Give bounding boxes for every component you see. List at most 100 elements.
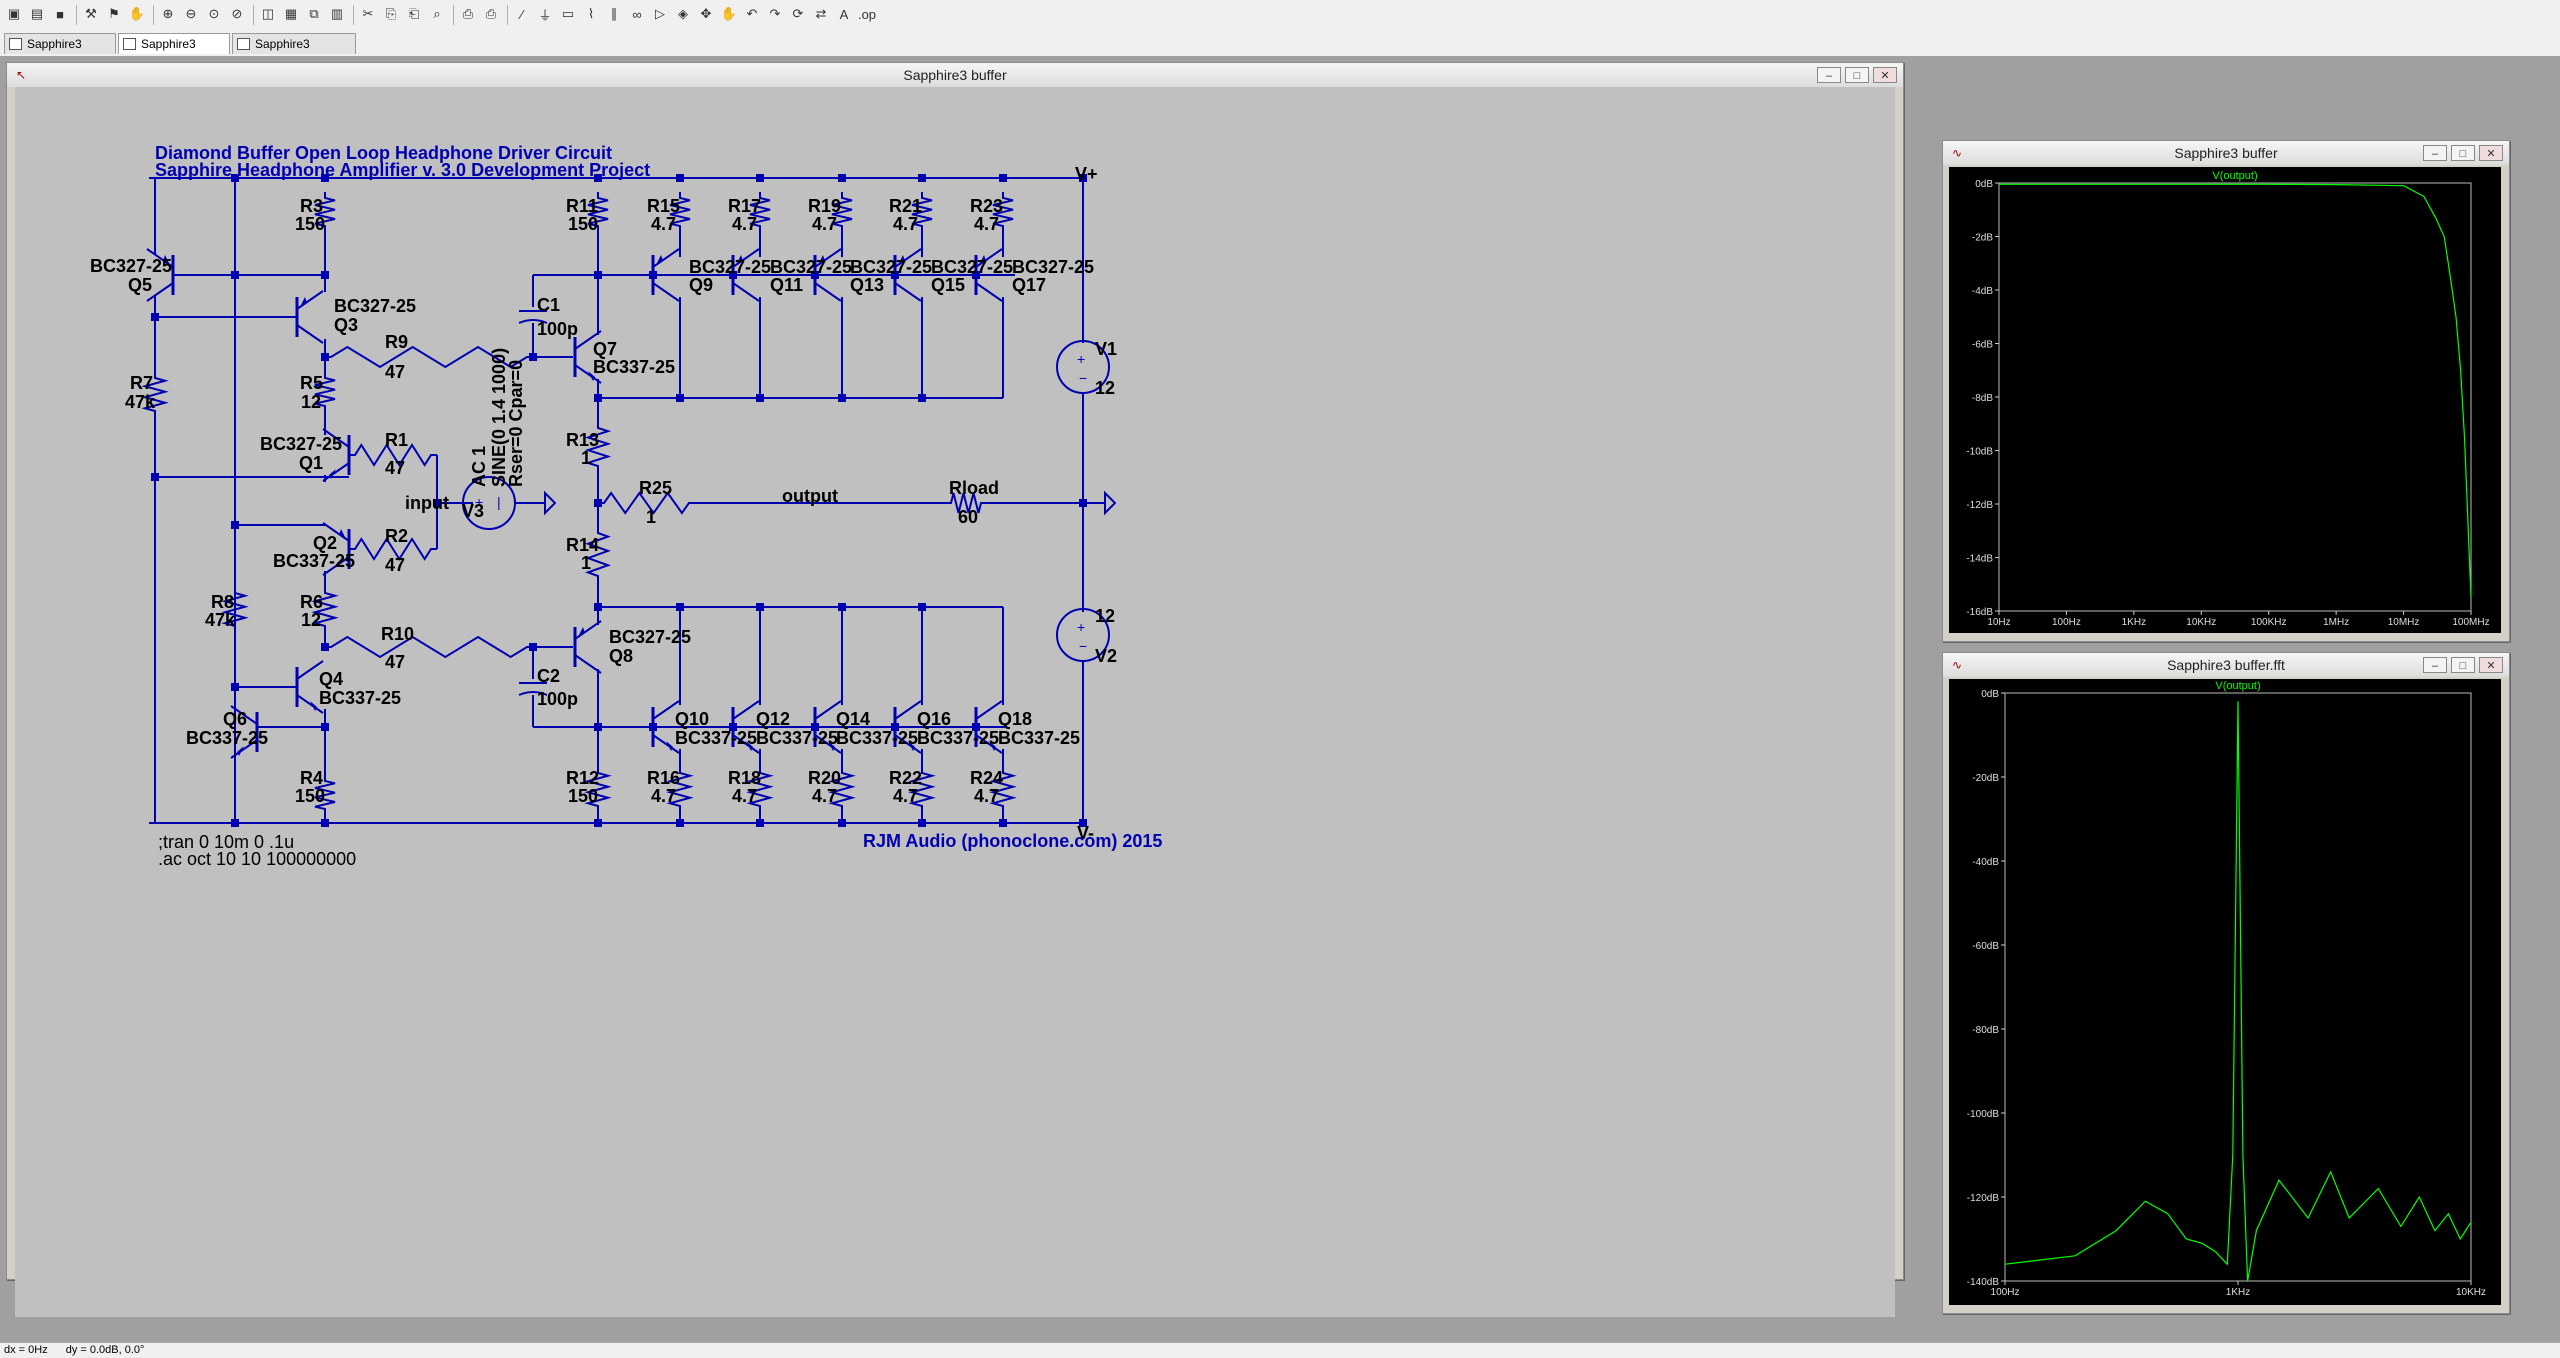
capacitor-icon[interactable]: ∥ — [610, 6, 618, 21]
junction-dot — [918, 603, 926, 611]
run-icon[interactable]: ⚑ — [108, 6, 120, 21]
x-tick-label: 10KHz — [2186, 617, 2216, 628]
junction-dot — [756, 819, 764, 827]
q10-lead — [652, 734, 680, 754]
drag-icon[interactable]: ✋ — [720, 6, 738, 21]
find-icon[interactable]: ⌕ — [433, 6, 441, 21]
redo-icon[interactable]: ↷ — [769, 6, 781, 21]
resistor-label: R24 — [970, 768, 1003, 788]
text-icon[interactable]: A — [839, 6, 849, 22]
mirror-icon[interactable]: ⇄ — [815, 6, 827, 21]
resistor-icon[interactable]: ⌇ — [587, 6, 595, 21]
ac-plot-pane[interactable]: V(output)0dB-2dB-4dB-6dB-8dB-10dB-12dB-1… — [1949, 167, 2501, 633]
print-preview-icon[interactable]: ⎙ — [462, 6, 474, 21]
junction-dot — [756, 174, 764, 182]
maximize-button[interactable]: □ — [1845, 67, 1869, 83]
ac-plot-titlebar[interactable]: ∿ Sapphire3 buffer –□✕ — [1943, 141, 2509, 165]
minimize-button[interactable]: – — [1817, 67, 1841, 83]
ground-icon[interactable]: ⏚ — [538, 7, 552, 23]
trace-label: V(output) — [2215, 680, 2260, 692]
label: BC337-25 — [593, 357, 675, 377]
label-icon[interactable]: ▭ — [561, 6, 575, 21]
close-button[interactable]: ✕ — [1873, 67, 1897, 83]
tab-schematic-2[interactable]: Sapphire3 buffer — [118, 33, 230, 72]
fft-plot-titlebar[interactable]: ∿ Sapphire3 buffer.fft –□✕ — [1943, 653, 2509, 677]
move-icon[interactable]: ✥ — [700, 6, 712, 21]
fft-plot-window[interactable]: ∿ Sapphire3 buffer.fft –□✕ V(output)0dB-… — [1942, 652, 2510, 1314]
junction-dot — [433, 499, 441, 507]
y-tick-label: -6dB — [1972, 340, 1993, 351]
label: 150 — [568, 786, 598, 806]
resistor-symbol — [666, 767, 694, 812]
resistor-value: 4.7 — [651, 214, 676, 234]
diode-icon[interactable]: ▷ — [655, 6, 665, 21]
toolbar-separator — [153, 5, 154, 25]
wire-icon[interactable]: ∕ — [520, 6, 524, 22]
label: 150 — [295, 786, 325, 806]
component-icon[interactable]: ◈ — [678, 6, 688, 21]
close-button[interactable]: ✕ — [2479, 145, 2503, 161]
zoom-out-icon[interactable]: ⊖ — [185, 6, 197, 21]
label: V3 — [462, 501, 484, 521]
y-tick-label: -14dB — [1966, 554, 1993, 565]
label: 1 — [581, 448, 591, 468]
close-button[interactable]: ✕ — [2479, 657, 2503, 673]
inductor-icon[interactable]: ∞ — [632, 6, 642, 22]
copy-icon[interactable]: ⎘ — [385, 6, 397, 21]
tab-schematic-1[interactable]: Sapphire3 buffer — [4, 33, 116, 72]
resistor-symbol — [141, 372, 169, 417]
junction-dot — [231, 521, 239, 529]
schematic-titlebar[interactable]: ↖ Sapphire3 buffer –□✕ — [7, 63, 1903, 87]
label: 12 — [301, 392, 321, 412]
hammer-icon[interactable]: ⚒ — [85, 6, 97, 21]
save-icon[interactable]: ■ — [56, 6, 64, 22]
resistor-value: 4.7 — [893, 214, 918, 234]
zoom-back-icon[interactable]: ⊘ — [231, 6, 243, 21]
tab-fft[interactable]: Sapphire3 buffer.fft — [232, 33, 356, 72]
fft-plot-pane[interactable]: V(output)0dB-20dB-40dB-60dB-80dB-100dB-1… — [1949, 679, 2501, 1305]
schematic-window[interactable]: ↖ Sapphire3 buffer –□✕ +−+−+|Diamond Buf… — [6, 62, 1904, 1317]
q5-lead — [146, 248, 174, 268]
zoom-in-icon[interactable]: ⊕ — [162, 6, 174, 21]
q15-lead — [894, 282, 922, 302]
halt-icon[interactable]: ✋ — [128, 6, 146, 21]
q14-lead — [814, 734, 842, 754]
output-flag — [1104, 490, 1117, 516]
maximize-button[interactable]: □ — [2451, 145, 2475, 161]
junction-dot — [918, 819, 926, 827]
resistor-symbol — [349, 443, 437, 467]
plot-frame — [2004, 692, 2472, 1282]
autoscale-icon[interactable]: ◫ — [261, 6, 275, 21]
paste-icon[interactable]: ⎗ — [408, 6, 420, 21]
ac-plot-window[interactable]: ∿ Sapphire3 buffer –□✕ V(output)0dB-2dB-… — [1942, 140, 2510, 642]
new-schematic-icon[interactable]: ▣ — [7, 6, 21, 21]
maximize-button[interactable]: □ — [2451, 657, 2475, 673]
minimize-button[interactable]: – — [2423, 145, 2447, 161]
label: 12 — [1095, 378, 1115, 398]
schematic-canvas[interactable]: +−+−+|Diamond Buffer Open Loop Headphone… — [15, 87, 1895, 1317]
y-tick-label: -12dB — [1966, 500, 1993, 511]
transistor-model: BC337-25 — [917, 728, 999, 748]
spice-directive-icon[interactable]: .op — [857, 6, 877, 22]
tile-vertical-icon[interactable]: ▥ — [330, 6, 344, 21]
x-tick-label: 1MHz — [2323, 617, 2349, 628]
y-tick-label: 0dB — [1981, 689, 1999, 700]
tile-icon[interactable]: ▦ — [284, 6, 298, 21]
print-icon[interactable]: ⎙ — [485, 6, 497, 21]
cascade-icon[interactable]: ⧉ — [309, 6, 319, 21]
minus-sign: | — [497, 494, 501, 510]
cut-icon[interactable]: ✂ — [362, 6, 374, 21]
label: 12 — [1095, 606, 1115, 626]
zoom-fit-icon[interactable]: ⊙ — [208, 6, 220, 21]
open-icon[interactable]: ▤ — [30, 6, 44, 21]
label: R12 — [566, 768, 599, 788]
q16-lead — [894, 700, 922, 720]
vplus-label: V+ — [1075, 164, 1098, 184]
label: Q8 — [609, 646, 633, 666]
rotate-icon[interactable]: ⟳ — [792, 6, 804, 21]
q18-lead — [975, 700, 1003, 720]
minimize-button[interactable]: – — [2423, 657, 2447, 673]
series-line — [1999, 183, 2472, 598]
undo-icon[interactable]: ↶ — [746, 6, 758, 21]
label: V1 — [1095, 339, 1117, 359]
